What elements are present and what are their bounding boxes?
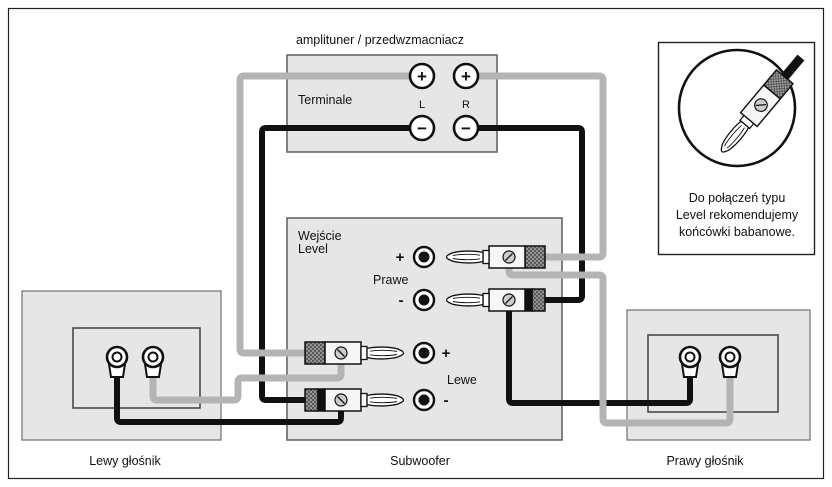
minus-symbol: - [399,292,404,309]
subwoofer-jack-right-positive: + [396,245,436,269]
subwoofer-jack-left-negative: - [412,388,449,412]
minus-symbol: - [444,392,449,409]
post-hole [147,351,159,363]
subwoofer-input-label-line1: Wejście [298,229,342,243]
amplifier-terminal-left-positive: + [408,62,436,90]
plug-detail-circle [677,48,797,168]
terminal-ring [408,114,436,142]
wire-amp-left-positive [236,72,410,357]
banana-plug-illustration [720,54,805,153]
right-speaker-caption: Prawy głośnik [666,454,744,468]
plus-symbol: + [442,345,451,362]
amplifier-title: amplituner / przedwzmacniacz [296,33,464,47]
subwoofer-left-channel-label: Lewe [447,373,477,387]
subwoofer-jack-right-negative: - [399,288,436,312]
left-speaker-post-negative [105,345,129,378]
left-speaker-caption: Lewy głośnik [89,454,161,468]
wire-left-speaker-negative [114,376,344,425]
amplifier-channel-right-label: R [462,99,470,111]
right-speaker-post-positive [718,345,742,378]
plug-pin [720,120,750,153]
post-hole [111,351,123,363]
jack-core [418,251,430,263]
note-line-3: końcówki babanowe. [679,225,795,239]
amplifier-terminals-label: Terminale [298,93,352,107]
minus-symbol: − [461,119,471,138]
right-speaker-post-negative [678,345,702,378]
subwoofer-jack-left-positive: + [412,341,451,365]
amplifier-channel-left-label: L [419,99,425,111]
terminal-ring [408,62,436,90]
post-hole [724,351,736,363]
terminal-ring [452,62,480,90]
note-line-2: Level rekomendujemy [676,208,799,222]
plus-symbol: + [417,67,427,86]
amplifier-terminal-right-positive: + [452,62,480,90]
plug-cable [781,54,805,80]
note-line-1: Do połączeń typu [689,191,786,205]
subwoofer-input-label-line2: Level [298,242,328,256]
terminal-ring [452,114,480,142]
wire-amp-right-positive [478,72,607,261]
left-speaker-post-positive [141,345,165,378]
jack-core [418,347,430,359]
amplifier-terminal-left-negative: − [408,114,436,142]
minus-symbol: − [417,119,427,138]
plus-symbol: + [396,249,405,266]
right-speaker-terminal-plate [647,334,779,413]
plug-screw-slot [755,104,767,107]
wire-left-speaker-positive [149,364,345,404]
wire-amp-right-negative [478,125,585,303]
note-panel: Do połączeń typu Level rekomendujemy koń… [657,41,816,256]
amplifier-terminal-right-negative: − [452,114,480,142]
wire-right-speaker-positive [505,267,734,427]
jack-core [418,394,430,406]
plug-pin-springs [724,124,745,149]
left-speaker-terminal-plate [72,327,201,409]
subwoofer-caption: Subwoofer [390,454,450,468]
jack-core [418,294,430,306]
subwoofer-right-channel-label: Prawe [373,273,408,287]
plus-symbol: + [461,67,471,86]
wire-amp-left-negative [259,125,410,403]
post-hole [684,351,696,363]
